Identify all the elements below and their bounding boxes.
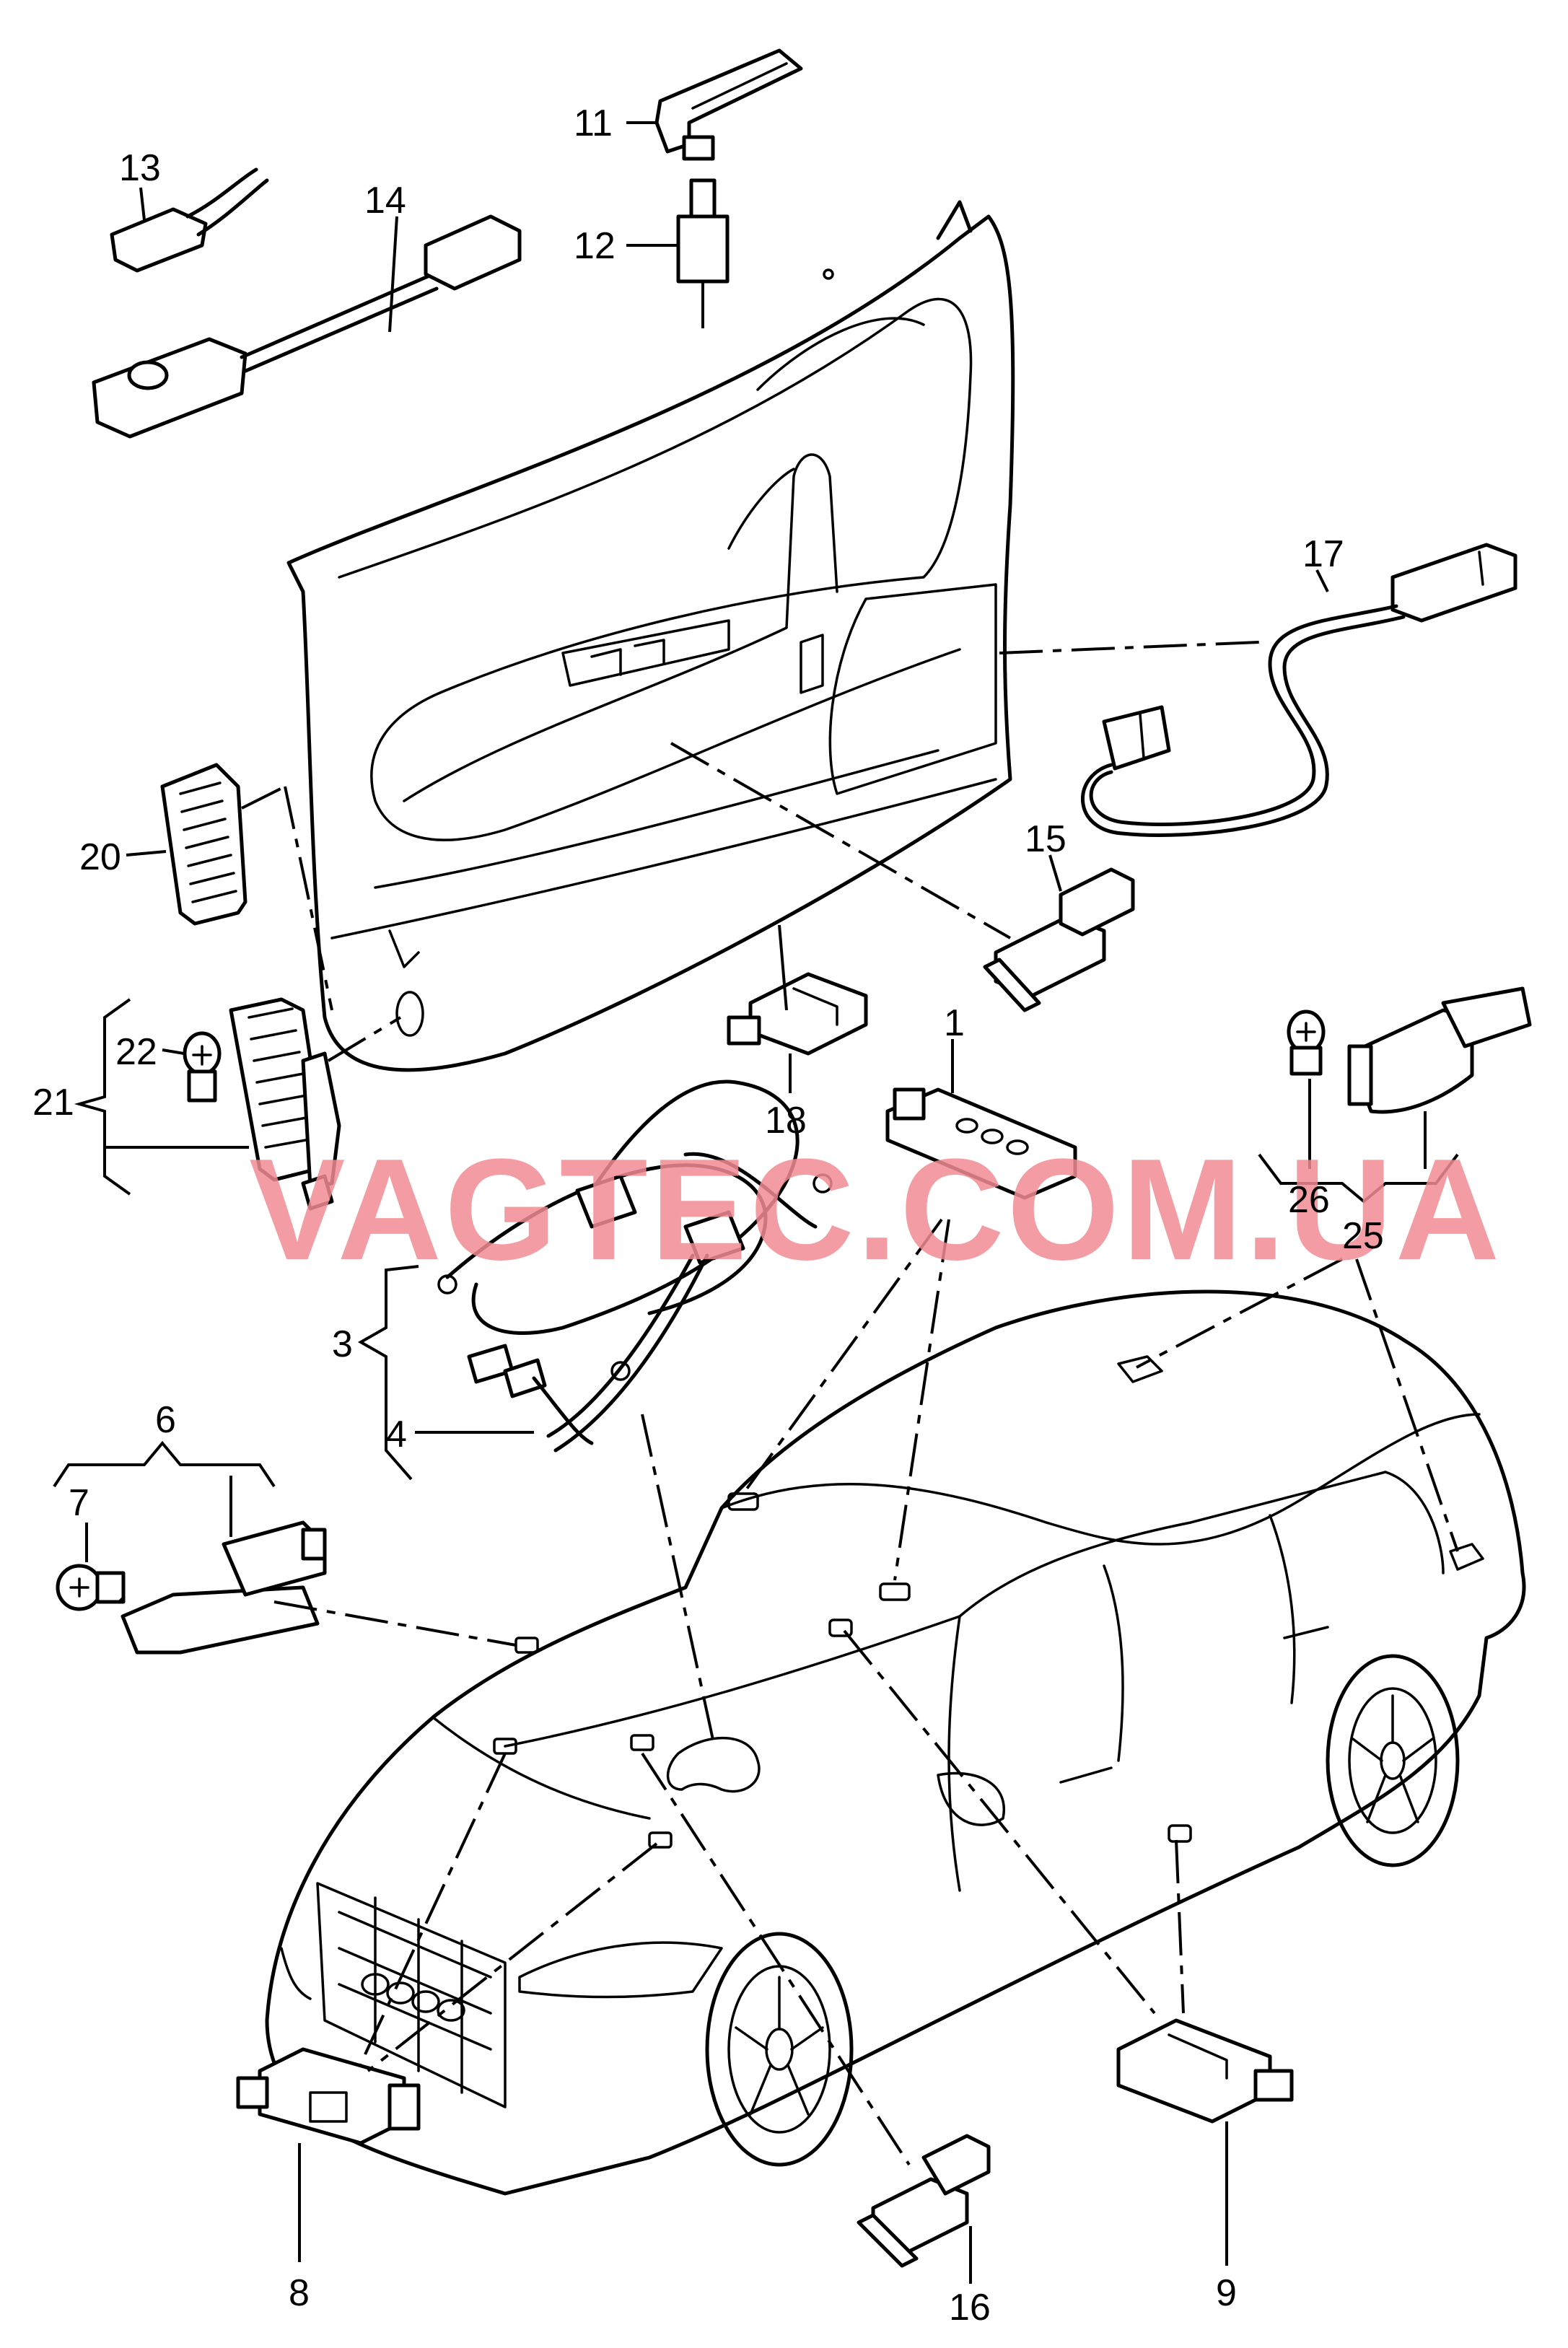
callout-4: 4 (386, 1414, 407, 1455)
car-body (265, 1289, 1526, 2196)
callout-7: 7 (69, 1482, 89, 1524)
part-20-lamp-cover (160, 763, 248, 926)
lamp-marker-side (828, 1618, 853, 1637)
part-12-switch (676, 178, 730, 328)
group-brackets (53, 998, 1459, 1488)
callout-14: 14 (364, 180, 406, 222)
callout-12: 12 (574, 225, 616, 267)
lamp-marker-roof-front (727, 1492, 759, 1511)
part-6-lamp (121, 1520, 327, 1655)
lamp-marker-roof-rear (1117, 1355, 1163, 1383)
part-14-cable (92, 214, 522, 439)
callout-9: 9 (1216, 2272, 1237, 2314)
callout-21: 21 (32, 1082, 74, 1123)
callout-20: 20 (79, 836, 121, 878)
callout-1: 1 (944, 1002, 965, 1044)
callout-13: 13 (119, 147, 161, 189)
part-21-lamp-housing (229, 997, 341, 1211)
part-16-module (857, 2134, 991, 2268)
lamp-marker-lower (648, 1831, 673, 1849)
part-7-bulb (56, 1564, 126, 1611)
part-8-module (236, 2047, 421, 2145)
watermark-text: VAGTEC.COM.UA (249, 1129, 1502, 1290)
part-13-connector (110, 167, 269, 273)
part-25-lamp (1347, 986, 1532, 1114)
part-15-module (983, 867, 1135, 1012)
part-1-interior-light (885, 1087, 1077, 1200)
part-26-bulb (1287, 1009, 1326, 1076)
lamp-marker-center (630, 1734, 654, 1751)
callout-3: 3 (332, 1323, 353, 1365)
callout-18: 18 (765, 1100, 807, 1142)
callout-16: 16 (949, 2287, 991, 2329)
callout-11: 11 (574, 102, 613, 144)
callout-22: 22 (115, 1031, 157, 1073)
leader-lines (85, 121, 1427, 2284)
callout-6: 6 (155, 1399, 176, 1441)
lamp-marker-door (1168, 1824, 1192, 1843)
part-17-wiring (1080, 543, 1517, 837)
callout-17: 17 (1302, 533, 1344, 575)
connection-lines (241, 641, 1459, 2166)
part-18-module (727, 972, 868, 1056)
door-trim-panel (286, 200, 1015, 1072)
part-3-4-light-wires (437, 1079, 833, 1453)
callout-15: 15 (1025, 818, 1066, 860)
part-11-switch-cap (654, 48, 803, 161)
callout-26: 26 (1288, 1179, 1330, 1221)
callout-8: 8 (289, 2272, 310, 2314)
lamp-marker-roof-mid (879, 1582, 911, 1601)
part-22-bulb (183, 1031, 222, 1103)
part-9-module (1116, 2018, 1294, 2124)
callout-labels: 1 3 4 6 7 8 9 11 12 13 14 15 16 17 18 20… (32, 102, 1384, 2329)
wire-loop-marker (666, 1736, 761, 1793)
lamp-marker-tailgate (1449, 1543, 1484, 1571)
lamp-marker-front-left (514, 1637, 539, 1654)
callout-25: 25 (1342, 1215, 1384, 1257)
